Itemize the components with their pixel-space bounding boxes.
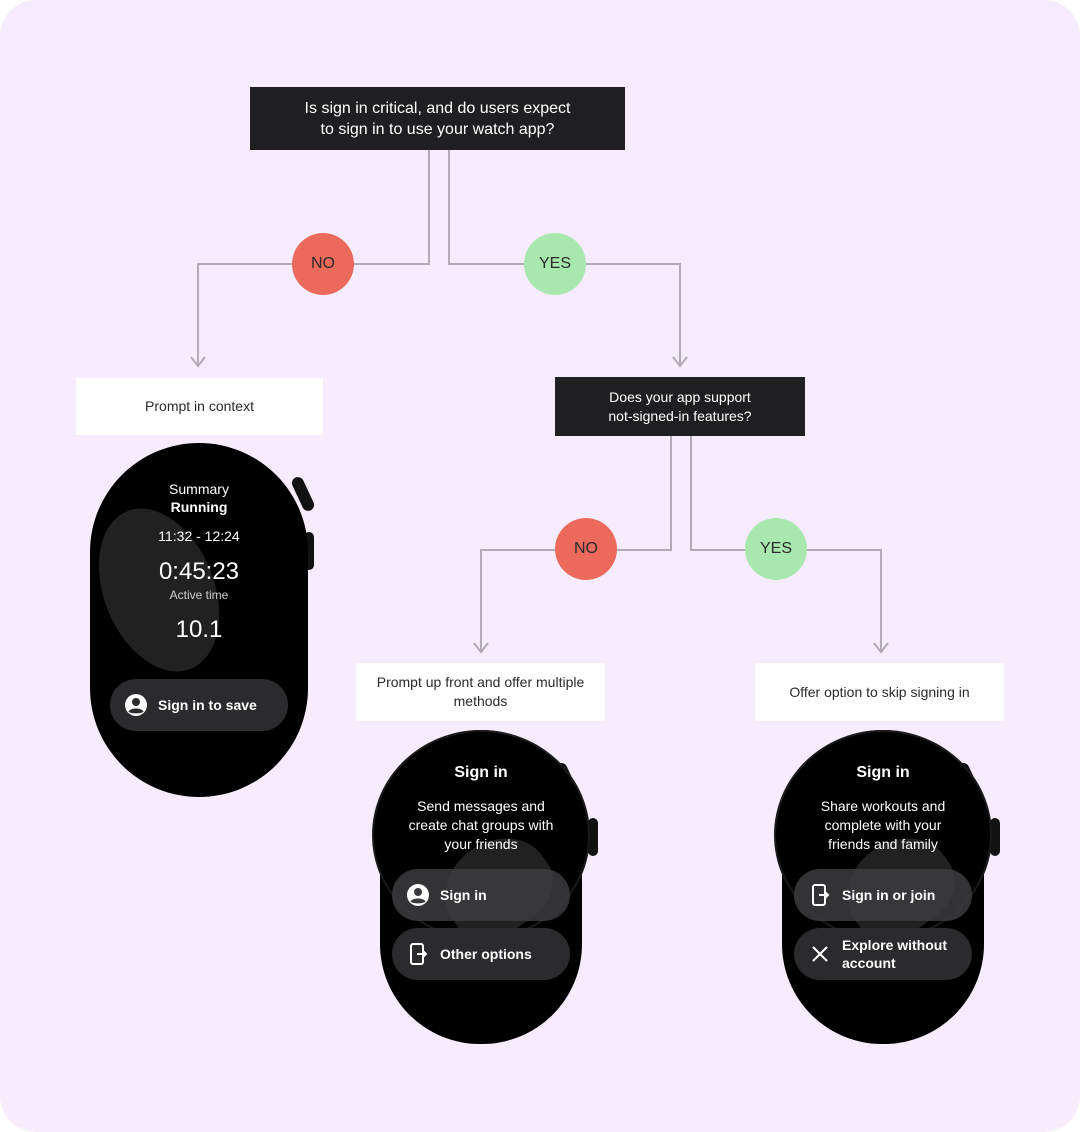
watch-button <box>304 532 314 570</box>
watch-button <box>588 818 598 856</box>
middle-sign-in-label: Sign in <box>440 887 487 903</box>
sign-in-or-join-button[interactable]: Sign in or join <box>794 869 972 921</box>
answer-middle-text: Prompt up front and offer multiple metho… <box>376 674 585 709</box>
sign-in-or-join-label: Sign in or join <box>842 887 936 903</box>
phone-login-icon <box>410 943 428 965</box>
sign-in-to-save-label: Sign in to save <box>158 697 257 713</box>
summary-subtitle: Running <box>170 499 228 515</box>
explore-without-account-label: Explore without account <box>842 937 947 971</box>
close-icon <box>812 946 828 962</box>
watch-sign-in-multiple: Sign in Send messages and create chat gr… <box>372 730 598 1044</box>
summary-duration: 0:45:23 <box>158 558 240 585</box>
root-question-text: Is sign in critical, and do users expect… <box>304 99 571 138</box>
right-sign-in-title: Sign in <box>856 764 910 781</box>
arrowhead-left <box>190 356 206 368</box>
right-sign-in-body: Share workouts and complete with your fr… <box>820 798 946 852</box>
yes-bubble-2: YES <box>745 518 807 580</box>
arrowhead-middle <box>473 642 489 654</box>
answer-right-text: Offer option to skip signing in <box>789 683 970 700</box>
answer-prompt-in-context: Prompt in context <box>76 378 323 435</box>
question2-box: Does your app support not-signed-in feat… <box>555 377 805 436</box>
no-bubble-2: NO <box>555 518 617 580</box>
middle-sign-in-body: Send messages and create chat groups wit… <box>408 798 554 852</box>
question2-text: Does your app support not-signed-in feat… <box>608 388 752 424</box>
watch-button <box>990 818 1000 856</box>
yes-bubble-1-label: YES <box>538 255 571 272</box>
arrowhead-right <box>873 642 889 654</box>
yes-bubble-2-label: YES <box>759 540 792 557</box>
no-bubble-1: NO <box>292 233 354 295</box>
summary-duration-label: Active time <box>169 588 229 602</box>
other-options-label: Other options <box>440 946 532 962</box>
phone-login-icon <box>812 884 830 906</box>
no-bubble-1-label: NO <box>311 255 335 272</box>
account-circle-icon <box>125 694 147 716</box>
answer-left-text: Prompt in context <box>145 398 254 414</box>
arrowhead-q2 <box>672 356 688 368</box>
watch-summary: Summary Running 11:32 - 12:24 0:45:23 Ac… <box>76 443 317 797</box>
yes-bubble-1: YES <box>524 233 586 295</box>
middle-sign-in-button[interactable]: Sign in <box>392 869 570 921</box>
summary-time-range: 11:32 - 12:24 <box>158 528 240 544</box>
summary-title: Summary <box>169 481 229 497</box>
middle-sign-in-title: Sign in <box>454 764 508 781</box>
answer-skip-signing-in: Offer option to skip signing in <box>755 663 1004 721</box>
root-question-box: Is sign in critical, and do users expect… <box>250 87 625 150</box>
account-circle-icon <box>407 884 429 906</box>
answer-prompt-up-front: Prompt up front and offer multiple metho… <box>356 663 605 721</box>
other-options-button[interactable]: Other options <box>392 928 570 980</box>
summary-distance: 10.1 <box>175 616 223 643</box>
explore-without-account-button[interactable]: Explore without account <box>794 928 972 980</box>
no-bubble-2-label: NO <box>574 540 598 557</box>
sign-in-to-save-button[interactable]: Sign in to save <box>110 679 288 731</box>
watch-body <box>90 443 308 797</box>
watch-sign-in-skip: Sign in Share workouts and complete with… <box>774 730 1000 1044</box>
